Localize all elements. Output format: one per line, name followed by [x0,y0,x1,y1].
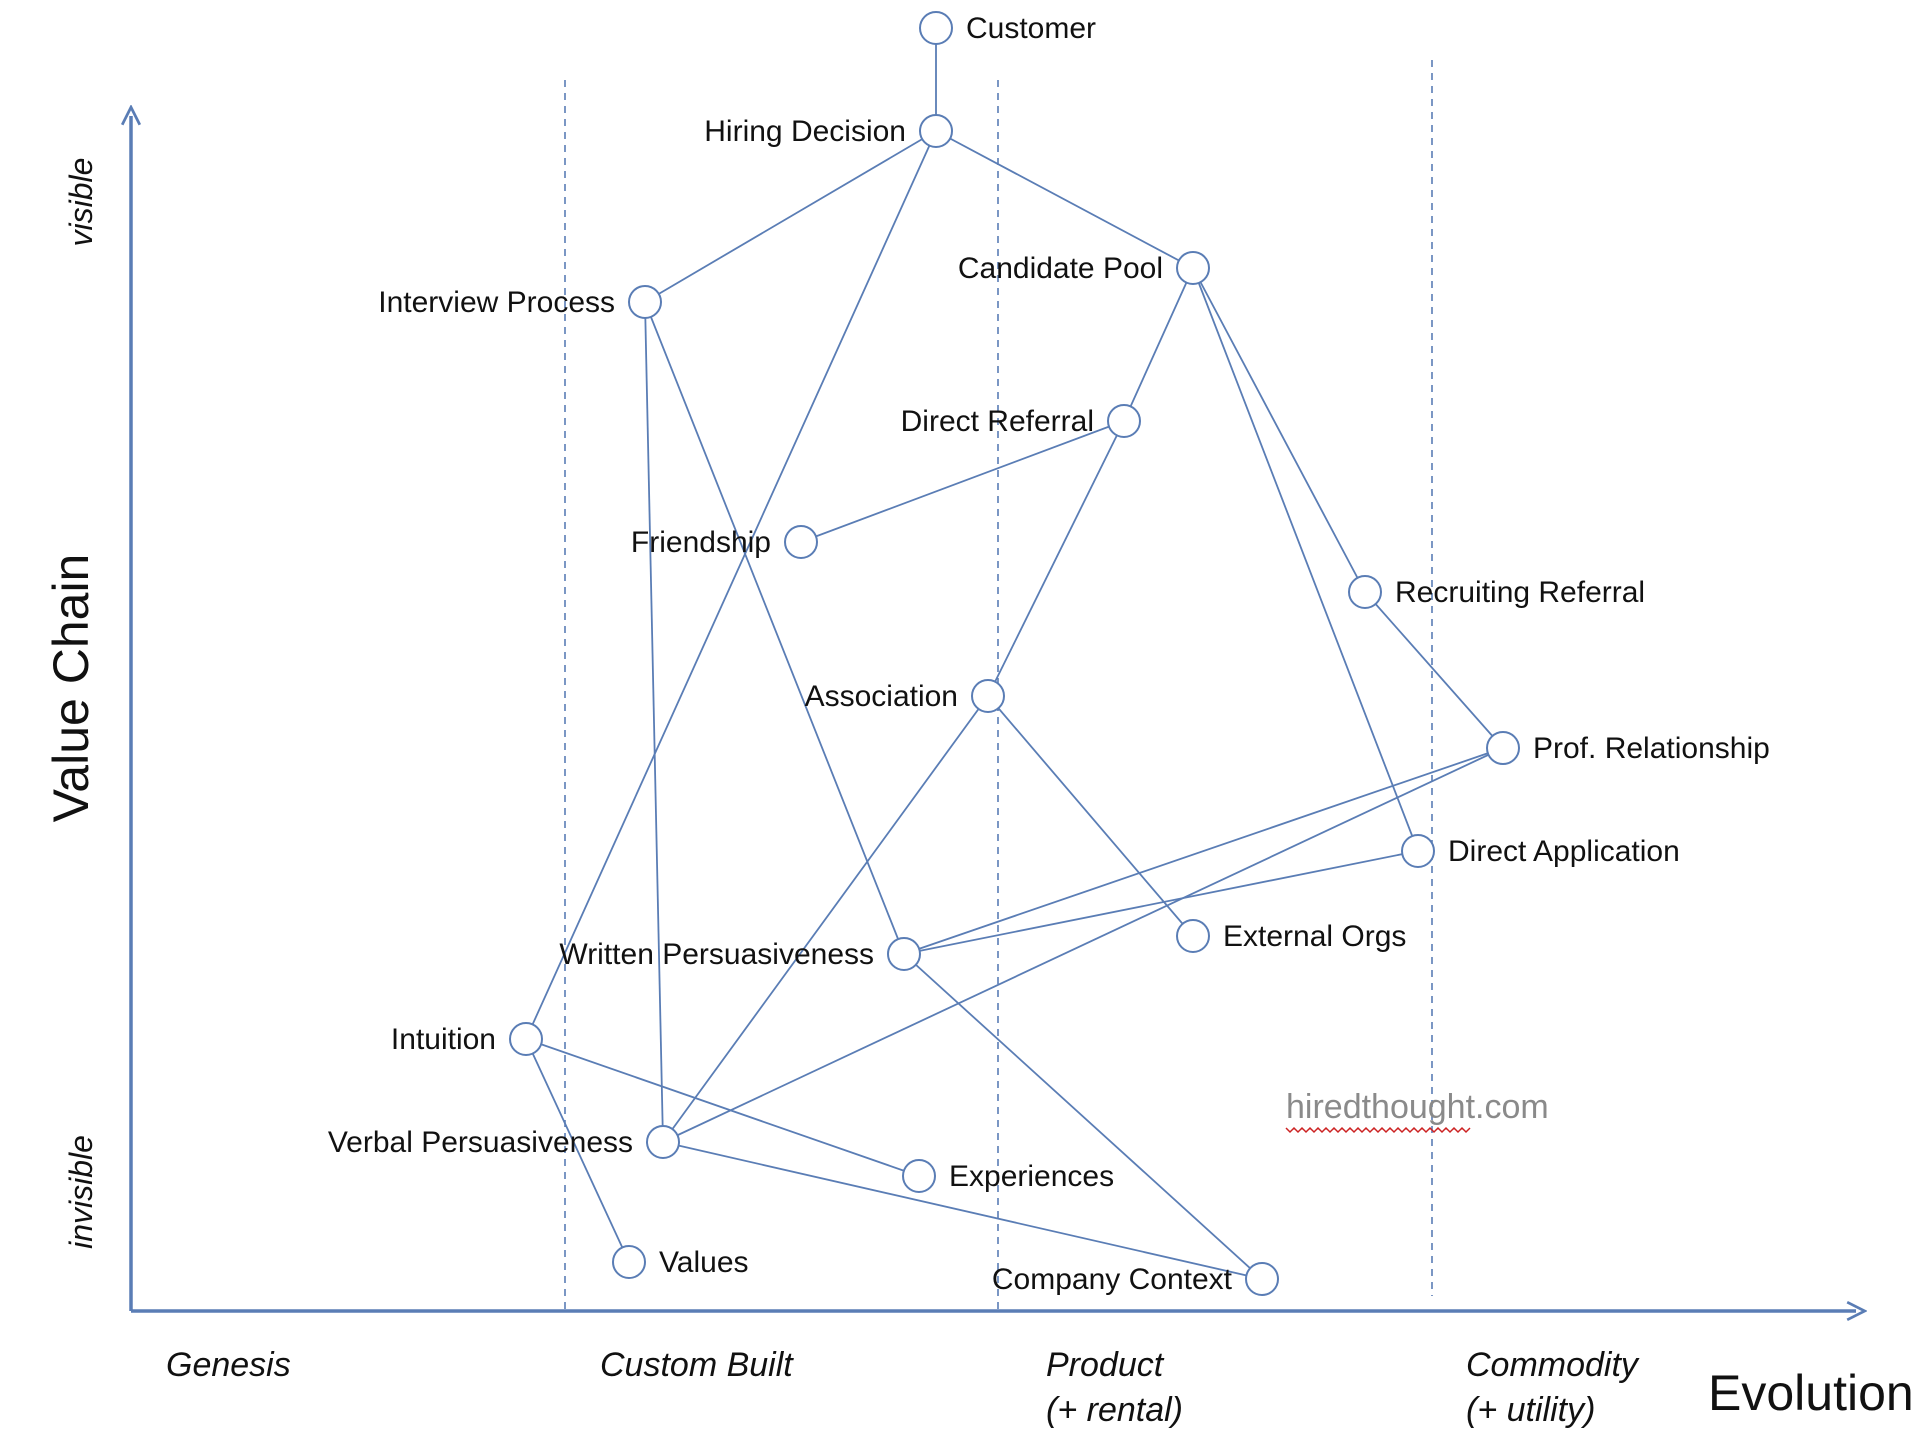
spellcheck-underline [1285,1126,1471,1134]
node-association [971,679,1005,713]
x-axis-title: Evolution [1708,1365,1914,1421]
nodes-layer [509,11,1520,1296]
node-external-orgs [1176,919,1210,953]
node-direct-referral [1107,404,1141,438]
node-written-persuasiveness [887,937,921,971]
link-interview-process-to-written-persuasiveness [644,301,905,955]
node-interview-process [628,285,662,319]
node-customer [919,11,953,45]
node-label-direct-application: Direct Application [1448,835,1680,868]
visibility-low-label: invisible [63,1135,99,1249]
link-association-to-external-orgs [987,695,1194,937]
link-association-to-verbal-persuasiveness [662,695,989,1143]
link-intuition-to-experiences [525,1038,920,1177]
link-candidate-pool-to-direct-application [1192,267,1419,852]
node-candidate-pool [1176,251,1210,285]
node-label-company-context: Company Context [992,1263,1233,1296]
link-candidate-pool-to-direct-referral [1123,267,1194,422]
stage-label-commodity: Commodity [1466,1346,1640,1384]
node-recruiting-referral [1348,575,1382,609]
node-label-interview-process: Interview Process [378,286,615,319]
node-values [612,1245,646,1279]
link-prof-relationship-to-written-persuasiveness [903,747,1504,955]
link-intuition-to-values [525,1038,630,1263]
node-label-friendship: Friendship [631,526,771,559]
link-hiring-decision-to-intuition [525,130,937,1040]
node-company-context [1245,1262,1279,1296]
node-label-customer: Customer [966,12,1096,45]
link-direct-referral-to-association [987,420,1125,697]
node-label-written-persuasiveness: Written Persuasiveness [559,938,874,971]
y-axis-title: Value Chain [43,554,99,823]
link-direct-referral-to-friendship [800,420,1125,543]
links-layer [525,28,1504,1280]
node-label-values: Values [659,1246,749,1279]
node-label-intuition: Intuition [391,1023,496,1056]
link-candidate-pool-to-recruiting-referral [1192,267,1366,593]
node-friendship [784,525,818,559]
link-interview-process-to-verbal-persuasiveness [644,301,664,1143]
stage-label-genesis: Genesis [166,1346,291,1384]
node-direct-application [1401,834,1435,868]
stage-label-product-rental: (+ rental) [1046,1391,1183,1429]
link-verbal-persuasiveness-to-company-context [662,1141,1263,1280]
link-direct-application-to-written-persuasiveness [903,850,1419,955]
link-hiring-decision-to-interview-process [644,130,937,303]
link-prof-relationship-to-verbal-persuasiveness [662,747,1504,1143]
node-label-candidate-pool: Candidate Pool [958,252,1163,285]
node-label-direct-referral: Direct Referral [901,405,1094,438]
link-written-persuasiveness-to-company-context [903,953,1263,1280]
node-hiring-decision [919,114,953,148]
link-recruiting-referral-to-prof-relationship [1364,591,1504,749]
node-experiences [902,1159,936,1193]
watermark-text: hiredthought.com [1286,1088,1549,1126]
node-label-experiences: Experiences [949,1160,1114,1193]
node-label-verbal-persuasiveness: Verbal Persuasiveness [328,1126,633,1159]
node-verbal-persuasiveness [646,1125,680,1159]
node-prof-relationship [1486,731,1520,765]
stage-label-product: Product [1046,1346,1165,1384]
node-label-recruiting-referral: Recruiting Referral [1395,576,1645,609]
link-hiring-decision-to-candidate-pool [935,130,1194,269]
node-label-external-orgs: External Orgs [1223,920,1406,953]
stage-label-commodity-utility: (+ utility) [1466,1391,1595,1429]
visibility-high-label: visible [63,158,99,247]
node-intuition [509,1022,543,1056]
node-label-hiring-decision: Hiring Decision [704,115,906,148]
stage-label-custom-built: Custom Built [600,1346,794,1384]
node-label-association: Association [805,680,958,713]
node-label-prof-relationship: Prof. Relationship [1533,732,1770,765]
